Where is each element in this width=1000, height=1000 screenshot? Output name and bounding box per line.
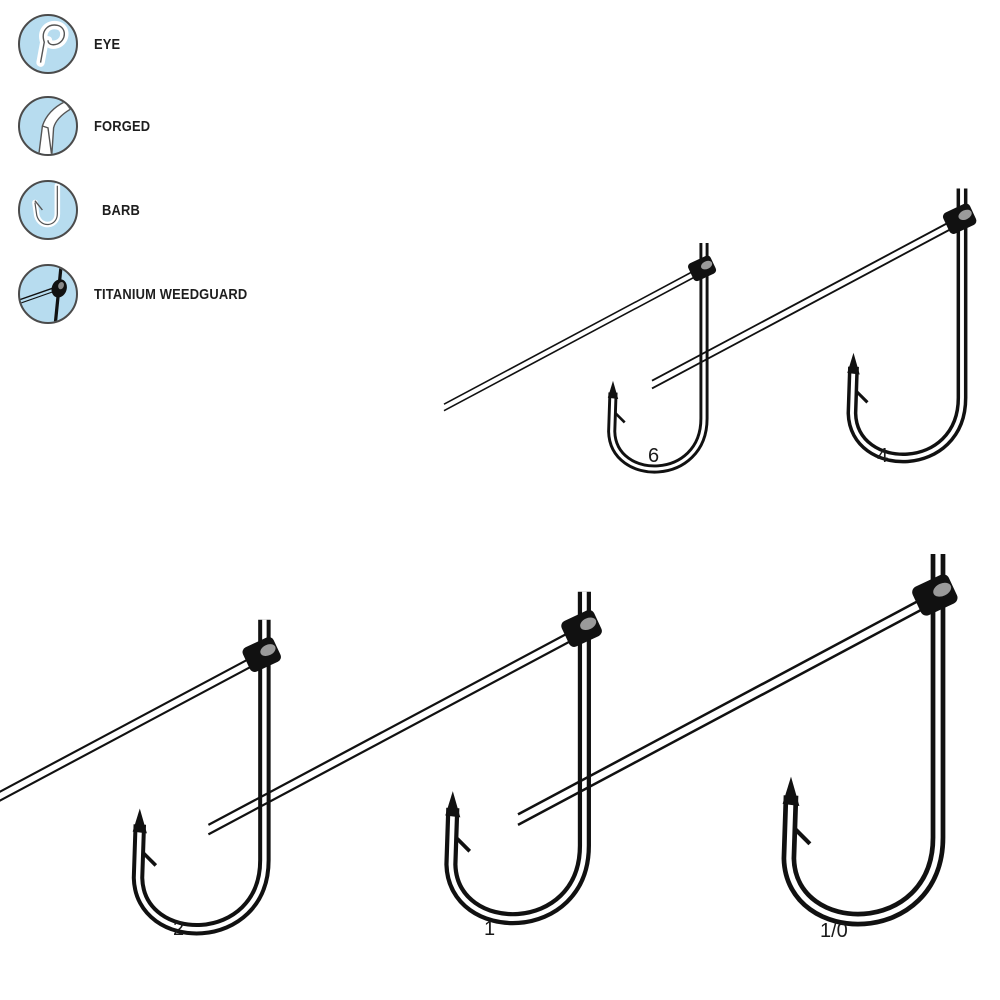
hook-size-label: 1/0 [820,920,848,942]
feature-label: FORGED [94,117,151,135]
feature-weedguard: TITANIUM WEEDGUARD [18,262,318,326]
feature-label: BARB [102,201,140,219]
hook-size-label: 1 [484,918,495,940]
barb-icon [18,180,78,240]
eye-icon [18,14,78,74]
weedguard-icon [18,264,78,324]
hook-size-6: 6 [444,243,717,469]
hook-size-1-0: 1/0 [518,554,960,942]
hook-size-label: 4 [877,445,888,467]
feature-forged: FORGED [18,94,318,158]
hook-size-4: 4 [652,189,978,467]
hook-size-label: 6 [648,445,659,467]
hook-size-label: 2 [173,918,184,940]
feature-label: EYE [94,35,121,53]
feature-label: TITANIUM WEEDGUARD [94,285,248,303]
hook-size-1: 1 [208,592,603,940]
forged-icon [18,96,78,156]
feature-barb: BARB [18,178,318,242]
feature-eye: EYE [18,12,318,76]
hook-size-2: 2 [0,620,283,940]
